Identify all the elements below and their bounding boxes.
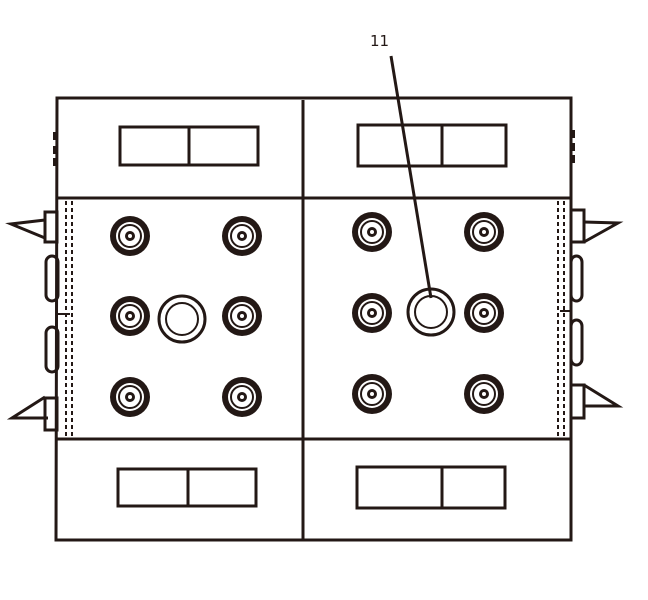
terminal-stud — [352, 212, 392, 252]
terminal-stud — [464, 293, 504, 333]
reference-numeral-11: 11 — [370, 32, 389, 50]
terminal-array — [110, 212, 504, 417]
bottom-left-slot — [116, 467, 258, 508]
terminal-stud — [110, 377, 150, 417]
leader-line-11 — [389, 55, 433, 299]
left-side-hardware — [5, 132, 70, 432]
terminal-stud — [222, 216, 262, 256]
bottom-right-slot — [355, 465, 507, 510]
dashed-seams — [65, 201, 565, 437]
top-left-slot — [118, 125, 260, 167]
right-side-hardware — [560, 130, 624, 420]
terminal-stud — [352, 374, 392, 414]
top-right-slot — [356, 123, 508, 168]
terminal-stud — [222, 296, 262, 336]
terminal-stud — [352, 293, 392, 333]
center-port-left — [157, 294, 207, 344]
outer-frame — [54, 96, 573, 542]
terminal-stud — [110, 216, 150, 256]
terminal-stud — [464, 374, 504, 414]
terminal-stud — [222, 377, 262, 417]
terminal-stud — [110, 296, 150, 336]
terminal-stud — [464, 212, 504, 252]
